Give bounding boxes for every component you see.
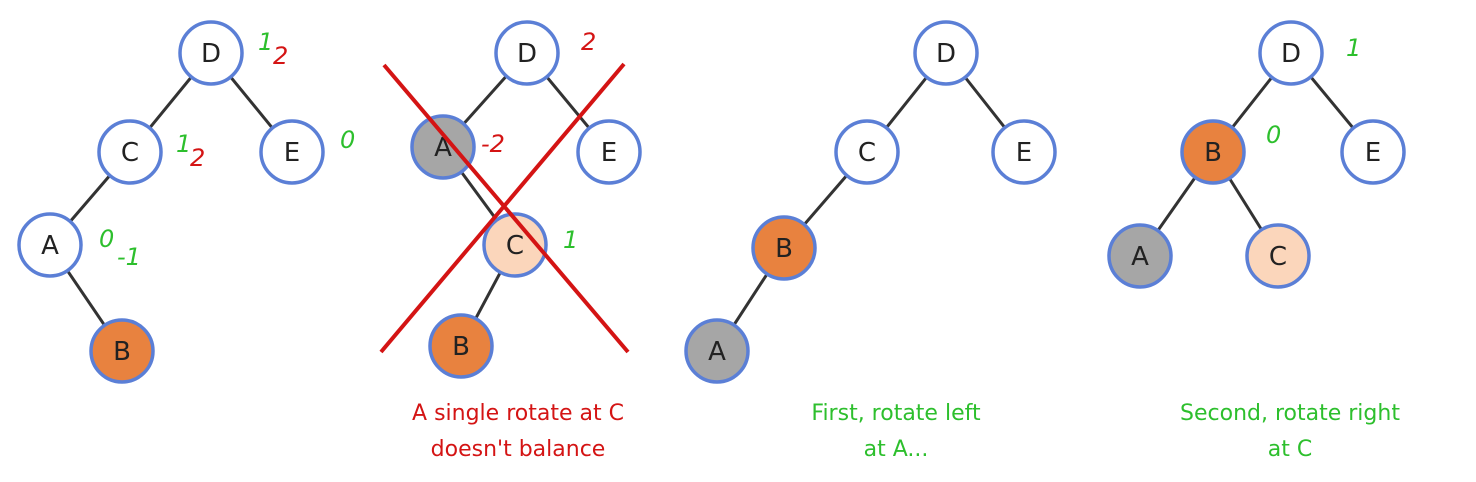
node-label: B — [113, 337, 131, 367]
node-circle — [259, 119, 325, 185]
balance-annotation-single-rotate-0: 2 — [581, 28, 596, 56]
node-label: E — [284, 138, 300, 168]
node-label: A — [1131, 242, 1149, 272]
caption-rotate-left: First, rotate left at A... — [736, 396, 1056, 468]
node-circle — [97, 119, 163, 185]
node-label: B — [775, 234, 793, 264]
balance-annotation-original-0: 1 — [258, 28, 273, 56]
node-label: A — [708, 337, 726, 367]
caption-rotate-right-line-2: at C — [1267, 437, 1313, 462]
node-label: C — [121, 138, 139, 168]
balance-annotation-original-6: -1 — [117, 243, 141, 271]
node-rotate-right-b: B — [1180, 119, 1246, 185]
node-circle — [17, 212, 83, 278]
node-single-rotate-a: A — [410, 114, 476, 180]
node-circle — [1180, 119, 1246, 185]
balance-annotation-original-2: 1 — [176, 130, 191, 158]
balance-annotation-single-rotate-1: -2 — [481, 130, 505, 158]
node-circle — [89, 318, 155, 384]
caption-rotate-left-line-1: First, rotate left — [811, 401, 981, 426]
node-rotate-right-a: A — [1107, 223, 1173, 289]
balance-annotation-rotate-right-0: 1 — [1346, 34, 1361, 62]
node-rotate-left-a: A — [684, 318, 750, 384]
balance-annotation-original-1: 2 — [273, 42, 288, 70]
balance-annotation-rotate-right-1: 0 — [1266, 121, 1281, 149]
node-circle — [178, 20, 244, 86]
node-label: C — [1269, 242, 1287, 272]
node-rotate-left-c: C — [834, 119, 900, 185]
node-original-e: E — [259, 119, 325, 185]
node-rotate-right-d: D — [1258, 20, 1324, 86]
node-single-rotate-d: D — [494, 20, 560, 86]
caption-single-rotate-line-1: A single rotate at C — [412, 401, 624, 426]
node-single-rotate-c: C — [482, 212, 548, 278]
node-label: C — [858, 138, 876, 168]
node-rotate-left-b: B — [751, 215, 817, 281]
caption-rotate-right-line-1: Second, rotate right — [1180, 401, 1400, 426]
cross-line-1 — [382, 63, 630, 354]
node-label: E — [1365, 138, 1381, 168]
node-label: D — [1281, 39, 1301, 69]
node-circle — [684, 318, 750, 384]
node-label: D — [201, 39, 221, 69]
node-circle — [482, 212, 548, 278]
caption-rotate-left-line-2: at A... — [863, 437, 929, 462]
caption-single-rotate-line-2: doesn't balance — [430, 437, 606, 462]
node-label: E — [601, 138, 617, 168]
node-circle — [1107, 223, 1173, 289]
node-label: D — [517, 39, 537, 69]
node-circle — [494, 20, 560, 86]
edges-layer — [48, 52, 1375, 352]
node-circle — [751, 215, 817, 281]
balance-annotation-original-4: 0 — [340, 126, 355, 154]
caption-rotate-right: Second, rotate right at C — [1130, 396, 1450, 468]
node-circle — [410, 114, 476, 180]
node-label: D — [936, 39, 956, 69]
node-circle — [576, 119, 642, 185]
node-circle — [1245, 223, 1311, 289]
node-rotate-right-e: E — [1340, 119, 1406, 185]
node-rotate-right-c: C — [1245, 223, 1311, 289]
node-label: A — [41, 231, 59, 261]
node-label: B — [452, 332, 470, 362]
node-original-b: B — [89, 318, 155, 384]
node-label: B — [1204, 138, 1222, 168]
node-circle — [1258, 20, 1324, 86]
node-rotate-left-d: D — [913, 20, 979, 86]
node-circle — [913, 20, 979, 86]
balance-annotation-single-rotate-2: 1 — [563, 226, 578, 254]
caption-single-rotate: A single rotate at C doesn't balance — [358, 396, 678, 468]
balance-annotation-original-3: 2 — [190, 144, 205, 172]
node-circle — [834, 119, 900, 185]
node-original-c: C — [97, 119, 163, 185]
node-original-a: A — [17, 212, 83, 278]
cross-line-2 — [379, 62, 626, 354]
nodes-layer: D C E A B D A E C B D C E B A D B E A C — [17, 20, 1406, 384]
node-rotate-left-e: E — [991, 119, 1057, 185]
node-label: C — [506, 231, 524, 261]
node-circle — [991, 119, 1057, 185]
node-single-rotate-e: E — [576, 119, 642, 185]
node-circle — [1340, 119, 1406, 185]
node-circle — [428, 313, 494, 379]
cross-out-mark — [379, 62, 630, 354]
node-single-rotate-b: B — [428, 313, 494, 379]
node-label: E — [1016, 138, 1032, 168]
node-original-d: D — [178, 20, 244, 86]
balance-annotation-original-5: 0 — [99, 225, 114, 253]
